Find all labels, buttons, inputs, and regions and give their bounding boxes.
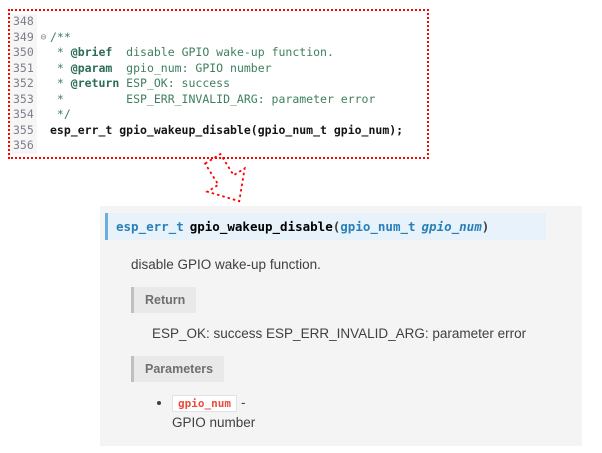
code-line[interactable]: 350 * @brief disable GPIO wake-up functi… xyxy=(10,45,427,61)
line-number: 348 xyxy=(10,14,37,30)
arrow-down-connector xyxy=(203,153,246,203)
line-number: 354 xyxy=(10,107,37,123)
code-segment-comment: disable GPIO wake-up function. xyxy=(112,45,334,59)
parameter-name-chip: gpio_num xyxy=(172,395,237,412)
code-segment-comment: * xyxy=(50,76,71,90)
code-segment-comment: gpio_num: GPIO number xyxy=(112,60,272,75)
code-line[interactable]: 348 xyxy=(10,14,427,30)
code-segment-tag: @param xyxy=(70,60,113,75)
code-text: */ xyxy=(50,107,427,123)
fold-spacer xyxy=(37,123,50,139)
code-segment-declaration: esp_err_t gpio_wakeup_disable(gpio_num_t… xyxy=(50,122,404,137)
arrow-shape xyxy=(203,153,246,203)
line-number: 352 xyxy=(10,76,37,92)
return-section-content: ESP_OK: success ESP_ERR_INVALID_ARG: par… xyxy=(152,326,527,341)
fold-spacer xyxy=(37,45,50,61)
parameters-section-label: Parameters xyxy=(131,356,225,382)
fold-spacer xyxy=(37,61,50,77)
function-name: gpio_wakeup_disable xyxy=(189,219,333,234)
fold-spacer xyxy=(37,107,50,123)
parameter-item: gpio_num- GPIO number xyxy=(172,395,582,430)
line-number: 349 xyxy=(10,29,37,45)
parameter-separator: - xyxy=(240,395,246,410)
code-line[interactable]: 356 xyxy=(10,138,427,154)
code-line[interactable]: 352 * @return ESP_OK: success xyxy=(10,76,427,92)
code-segment-comment: */ xyxy=(50,107,71,121)
code-segment-tag: @return xyxy=(70,76,120,90)
code-text: * @return ESP_OK: success xyxy=(50,76,427,92)
fold-spacer xyxy=(37,14,50,30)
code-text: * @brief disable GPIO wake-up function. xyxy=(50,45,427,61)
open-paren: ( xyxy=(332,219,341,234)
code-line[interactable]: 353 * ESP_ERR_INVALID_ARG: parameter err… xyxy=(10,91,427,108)
parameter-description: GPIO number xyxy=(172,415,256,430)
line-number: 351 xyxy=(10,60,37,76)
param-name: gpio_num xyxy=(421,219,482,234)
code-text xyxy=(50,138,427,154)
code-line[interactable]: 354 */ xyxy=(10,107,427,123)
return-type-link[interactable]: esp_err_t xyxy=(116,219,184,234)
code-segment-comment: ESP_OK: success xyxy=(119,76,231,90)
param-type-link[interactable]: gpio_num_t xyxy=(340,219,416,234)
fold-spacer xyxy=(37,92,50,108)
fold-spacer xyxy=(37,76,50,92)
code-segment-comment: * xyxy=(50,60,71,75)
line-number: 355 xyxy=(10,122,37,138)
code-text xyxy=(50,14,427,30)
line-number: 356 xyxy=(10,138,37,154)
close-paren: ) xyxy=(481,219,490,234)
function-signature: esp_err_t gpio_wakeup_disable(gpio_num_t g… xyxy=(105,213,546,240)
line-number: 353 xyxy=(10,91,37,107)
code-text: * ESP_ERR_INVALID_ARG: parameter error xyxy=(50,92,427,108)
parameters-list: gpio_num- GPIO number xyxy=(172,395,582,430)
fold-collapse-icon[interactable]: ⊖ xyxy=(40,31,47,43)
code-text: /** xyxy=(50,30,427,46)
code-segment-comment: /** xyxy=(50,29,71,44)
code-text: esp_err_t gpio_wakeup_disable(gpio_num_t… xyxy=(50,123,427,139)
code-line[interactable]: 349⊖/** xyxy=(10,29,427,46)
code-segment-comment: * ESP_ERR_INVALID_ARG: parameter error xyxy=(50,91,376,106)
function-description: disable GPIO wake-up function. xyxy=(131,257,321,272)
return-section-label: Return xyxy=(131,287,197,313)
code-text: * @param gpio_num: GPIO number xyxy=(50,61,427,77)
code-segment-comment: * xyxy=(50,45,71,59)
code-line[interactable]: 355 esp_err_t gpio_wakeup_disable(gpio_nu… xyxy=(10,122,427,139)
line-number: 350 xyxy=(10,45,37,61)
fold-spacer xyxy=(37,138,50,154)
code-segment-tag: @brief xyxy=(70,45,113,59)
code-line[interactable]: 351 * @param gpio_num: GPIO number xyxy=(10,60,427,77)
